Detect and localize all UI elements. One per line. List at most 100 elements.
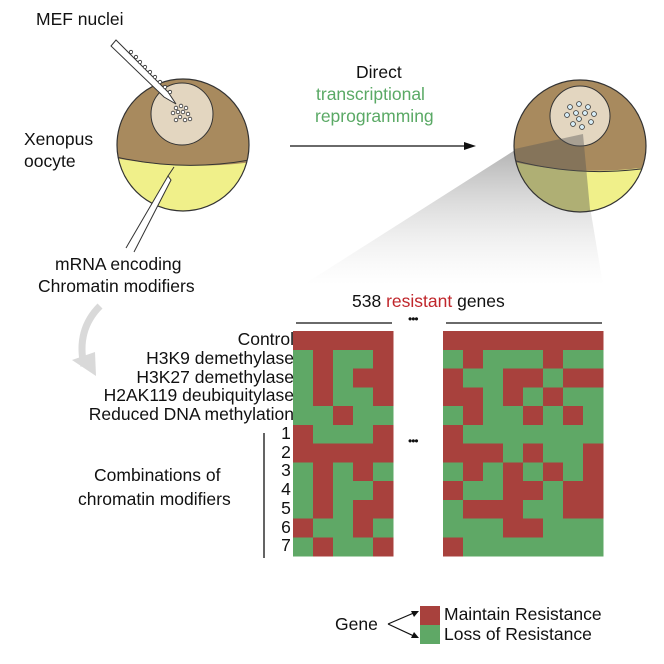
heatmap-right-cell-r11-c6 (563, 537, 584, 557)
heatmap-right-cell-r10-c5 (543, 518, 564, 538)
mrna-encoding-label: mRNA encoding (55, 254, 182, 274)
heatmap-left-cell-r3-c3 (353, 387, 374, 407)
heatmap-right-cell-r2-c5 (543, 368, 564, 388)
heatmap-right-cell-r5-c2 (483, 424, 504, 444)
heatmap-left-cell-r2-c1 (313, 368, 334, 388)
heatmap-left-cell-r10-c2 (333, 518, 354, 538)
heatmap-left-cell-r8-c1 (313, 481, 334, 501)
heatmap-right-cell-r6-c7 (583, 443, 604, 463)
genes-word: genes (457, 291, 505, 311)
heatmap-left-block (293, 331, 394, 557)
heatmap-right-cell-r5-c5 (543, 424, 564, 444)
heatmap-right-cell-r7-c1 (463, 462, 484, 482)
heatmap-right-cell-r9-c5 (543, 499, 564, 519)
heatmap-left-cell-r11-c2 (333, 537, 354, 557)
row-label-11: 7 (281, 535, 291, 556)
heatmap-right-cell-r9-c2 (483, 499, 504, 519)
heatmap-left-cell-r2-c0 (293, 368, 314, 388)
heatmap-left-cell-r6-c3 (353, 443, 374, 463)
ellipsis-top: ••• (408, 312, 419, 326)
heatmap-right-cell-r1-c4 (523, 349, 544, 369)
transcriptional-label: transcriptional (316, 84, 425, 104)
heatmap-right-cell-r5-c3 (503, 424, 524, 444)
heatmap-right-cell-r0-c1 (463, 331, 484, 351)
heatmap-left-cell-r4-c1 (313, 406, 334, 426)
heatmap-right-cell-r6-c2 (483, 443, 504, 463)
heatmap-left-cell-r7-c0 (293, 462, 314, 482)
genes-count: 538 (352, 291, 382, 311)
heatmap-right-cell-r9-c4 (523, 499, 544, 519)
heatmap-left-cell-r8-c3 (353, 481, 374, 501)
heatmap-right-cell-r11-c5 (543, 537, 564, 557)
heatmap-right-cell-r9-c0 (443, 499, 464, 519)
heatmap-right-cell-r3-c6 (563, 387, 584, 407)
heatmap-right-cell-r3-c1 (463, 387, 484, 407)
heatmap-left-cell-r5-c1 (313, 424, 334, 444)
heatmap-right-cell-r1-c5 (543, 349, 564, 369)
genes-title: 538 resistant genes (352, 292, 505, 311)
heatmap-right-cell-r2-c7 (583, 368, 604, 388)
heatmap-right-cell-r2-c6 (563, 368, 584, 388)
heatmap-right-cell-r0-c7 (583, 331, 604, 351)
heatmap-right-cell-r4-c0 (443, 406, 464, 426)
heatmap-right-cell-r4-c6 (563, 406, 584, 426)
heatmap-right-cell-r1-c2 (483, 349, 504, 369)
heatmap-right-cell-r0-c0 (443, 331, 464, 351)
heatmap-left-cell-r8-c4 (373, 481, 394, 501)
heatmap-right-cell-r7-c0 (443, 462, 464, 482)
row-label-3: H2AK119 deubiquitylase (103, 385, 294, 406)
heatmap-right-cell-r11-c1 (463, 537, 484, 557)
heatmap-right-cell-r11-c7 (583, 537, 604, 557)
heatmap-right-cell-r7-c5 (543, 462, 564, 482)
heatmap-right-cell-r2-c3 (503, 368, 524, 388)
heatmap-left-cell-r1-c4 (373, 349, 394, 369)
heatmap-left-cell-r1-c2 (333, 349, 354, 369)
mef-nuclei-label: MEF nuclei (36, 9, 124, 29)
heatmap-right-cell-r7-c6 (563, 462, 584, 482)
heatmap-right-cell-r8-c2 (483, 481, 504, 501)
heatmap-left-cell-r6-c2 (333, 443, 354, 463)
heatmap-right-cell-r5-c7 (583, 424, 604, 444)
heatmap-right-cell-r3-c7 (583, 387, 604, 407)
heatmap-left-cell-r10-c3 (353, 518, 374, 538)
heatmap-right-cell-r11-c4 (523, 537, 544, 557)
chromatin-modifiers-label: Chromatin modifiers (38, 276, 195, 296)
heatmap-right-cell-r7-c4 (523, 462, 544, 482)
heatmap-left-cell-r11-c4 (373, 537, 394, 557)
row-label-2: H3K27 demethylase (136, 366, 294, 387)
heatmap-left-cell-r2-c3 (353, 368, 374, 388)
heatmap-left-cell-r5-c3 (353, 424, 374, 444)
heatmap-right-cell-r2-c0 (443, 368, 464, 388)
heatmap-right-cell-r7-c2 (483, 462, 504, 482)
heatmap-right-cell-r11-c2 (483, 537, 504, 557)
heatmap-left-cell-r11-c3 (353, 537, 374, 557)
heatmap-right-cell-r6-c4 (523, 443, 544, 463)
heatmap-left-cell-r10-c1 (313, 518, 334, 538)
heatmap-left-cell-r0-c4 (373, 331, 394, 351)
heatmap-right-cell-r9-c6 (563, 499, 584, 519)
row-label-1: H3K9 demethylase (146, 347, 294, 368)
heatmap-left-cell-r4-c2 (333, 406, 354, 426)
heatmap-right-cell-r4-c2 (483, 406, 504, 426)
heatmap-right-cell-r0-c4 (523, 331, 544, 351)
heatmap-left-cell-r4-c4 (373, 406, 394, 426)
heatmap-right-cell-r5-c0 (443, 424, 464, 444)
oocyte-label: oocyte (24, 151, 76, 171)
heatmap-right-cell-r4-c3 (503, 406, 524, 426)
heatmap-right-cell-r10-c7 (583, 518, 604, 538)
heatmap-left-cell-r6-c1 (313, 443, 334, 463)
legend-arrows (387, 611, 419, 638)
heatmap-left-cell-r3-c4 (373, 387, 394, 407)
heatmap-left-cell-r1-c3 (353, 349, 374, 369)
heatmap-left-cell-r2-c4 (373, 368, 394, 388)
heatmap-right-cell-r8-c7 (583, 481, 604, 501)
heatmap-right-cell-r2-c1 (463, 368, 484, 388)
heatmap-right-cell-r8-c3 (503, 481, 524, 501)
nuclei-pipette-icon (110, 39, 177, 105)
heatmap-right-cell-r1-c1 (463, 349, 484, 369)
heatmap-right-cell-r0-c5 (543, 331, 564, 351)
heatmap-right-cell-r3-c0 (443, 387, 464, 407)
heatmap-right-cell-r8-c0 (443, 481, 464, 501)
heatmap-left-cell-r6-c4 (373, 443, 394, 463)
heatmap-right-cell-r10-c6 (563, 518, 584, 538)
